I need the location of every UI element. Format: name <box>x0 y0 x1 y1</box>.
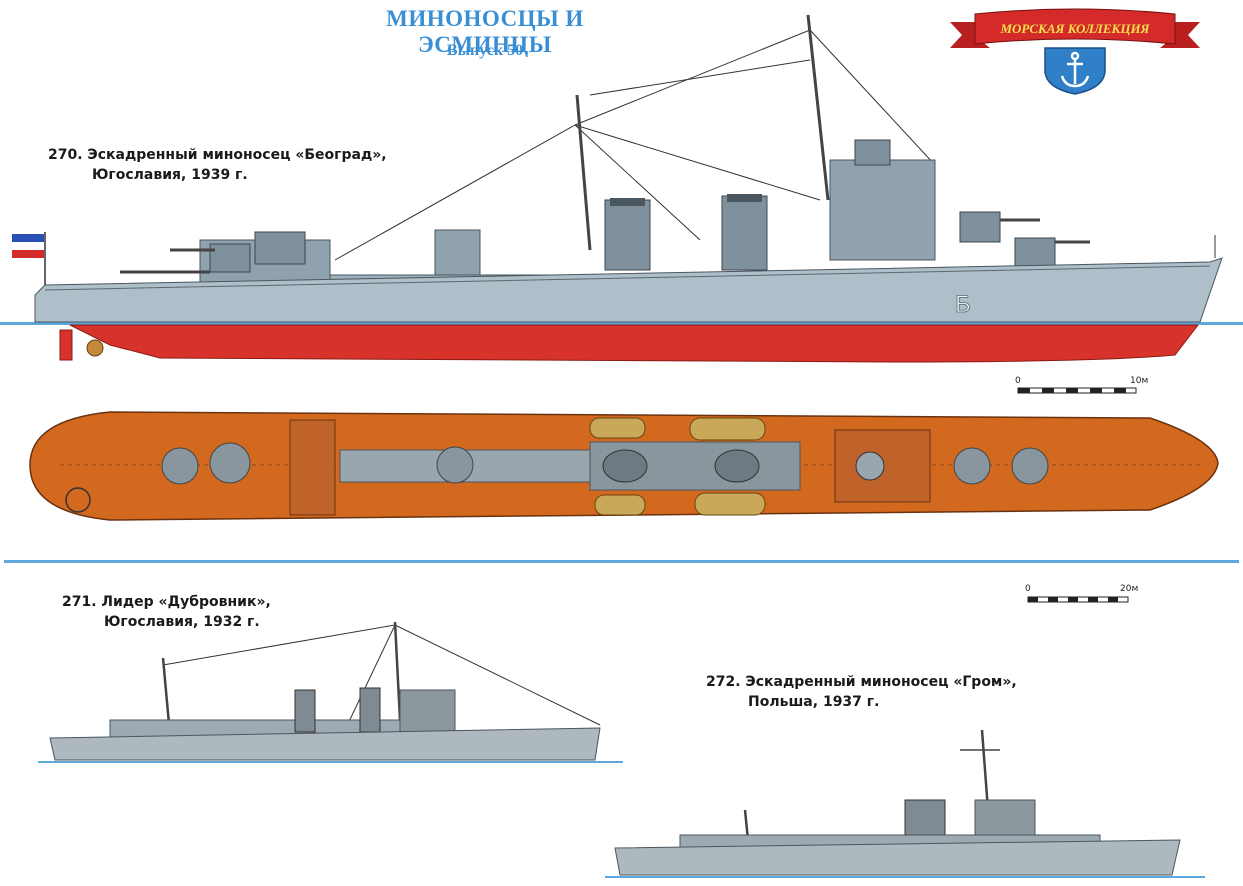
ship-272-caption-line1: 272. Эскадренный миноносец «Гром», <box>706 674 1017 690</box>
fwd-turret-top-1 <box>953 447 991 485</box>
dubrovnik-hull <box>49 727 601 761</box>
page-title: МИНОНОСЦЫ И ЭСМИНЦЫ <box>386 6 584 57</box>
ship-271-caption-line1: 271. Лидер «Дубровник», <box>62 594 271 610</box>
capstan-icon <box>65 487 91 513</box>
scale-2-start-label: 0 <box>1025 584 1031 594</box>
scale-1-start-label: 0 <box>1015 376 1021 386</box>
aft-gun-turret <box>209 243 251 273</box>
ship-270-caption: 270. Эскадренный миноносец «Београд», Юг… <box>48 145 387 185</box>
ship-272-caption: 272. Эскадренный миноносец «Гром», Польш… <box>706 672 1017 712</box>
forward-gun-turret-2 <box>1014 237 1056 267</box>
ship-270-top-view <box>29 411 1219 521</box>
mid-turret-top <box>436 446 474 484</box>
dubrovnik-funnel-2 <box>359 687 381 733</box>
lifeboat-1 <box>589 417 646 439</box>
rigging-270 <box>334 29 1216 261</box>
scale-bar-20m <box>1027 596 1129 603</box>
dubrovnik-bridge <box>399 689 456 739</box>
yugoslav-flag-icon <box>12 232 46 285</box>
ship-270-caption-line1: 270. Эскадренный миноносец «Београд», <box>48 147 387 163</box>
hull-letter: Б <box>955 291 971 318</box>
propeller-270 <box>86 339 104 357</box>
ship-271-side-view <box>38 621 623 763</box>
forward-gun-turret <box>959 211 1001 243</box>
emblem-banner <box>974 8 1176 45</box>
dubrovnik-funnel-1 <box>294 689 316 733</box>
ship-271-caption: 271. Лидер «Дубровник», Югославия, 1932 … <box>62 592 271 632</box>
scale-2-end-label: 20м <box>1120 584 1139 594</box>
grom-funnel <box>904 799 946 841</box>
ship-270-caption-line2: Югославия, 1939 г. <box>92 167 248 183</box>
aft-turret-top-2 <box>209 442 251 484</box>
funnel-1-top <box>602 449 648 483</box>
funnel-2-cap <box>727 194 762 202</box>
aft-turret-top-1 <box>161 447 199 485</box>
waterline-271 <box>38 761 623 763</box>
funnel-2 <box>721 195 768 271</box>
waterline-272 <box>605 876 1205 878</box>
aft-superstructure-top <box>289 419 336 516</box>
lifeboat-3 <box>594 494 646 516</box>
funnel-2-top <box>714 449 760 483</box>
rangefinder-top <box>855 451 885 481</box>
section-separator <box>4 560 1239 563</box>
aft-gun-turret-2 <box>254 231 306 265</box>
ship-272-caption-line2: Польша, 1937 г. <box>748 694 880 710</box>
grom-hull <box>614 839 1181 876</box>
ship-272-side-view <box>605 729 1205 878</box>
morskaya-kollektsiya-emblem: МОРСКАЯ КОЛЛЕКЦИЯ <box>950 8 1200 95</box>
scale-bar-10m <box>1017 387 1137 394</box>
anchor-icon <box>1060 51 1090 88</box>
bridge <box>829 159 936 261</box>
fwd-turret-top-2 <box>1011 447 1049 485</box>
ship-271-caption-line2: Югославия, 1932 г. <box>104 614 260 630</box>
issue-subtitle: Выпуск 50 <box>446 42 524 59</box>
ship-270-side-view: Б <box>12 14 1223 363</box>
scale-1-end-label: 10м <box>1130 376 1149 386</box>
lifeboat-4 <box>694 492 766 516</box>
emblem-text: МОРСКАЯ КОЛЛЕКЦИЯ <box>999 21 1150 36</box>
rangefinder <box>854 139 891 166</box>
mast-270 <box>575 14 830 251</box>
funnel-1 <box>604 199 651 271</box>
funnel-1-cap <box>610 198 645 206</box>
hull-270-underwater <box>69 324 1200 363</box>
waterline-270 <box>0 322 1243 325</box>
lifeboat-2 <box>689 417 766 441</box>
rudder-270 <box>59 329 73 361</box>
